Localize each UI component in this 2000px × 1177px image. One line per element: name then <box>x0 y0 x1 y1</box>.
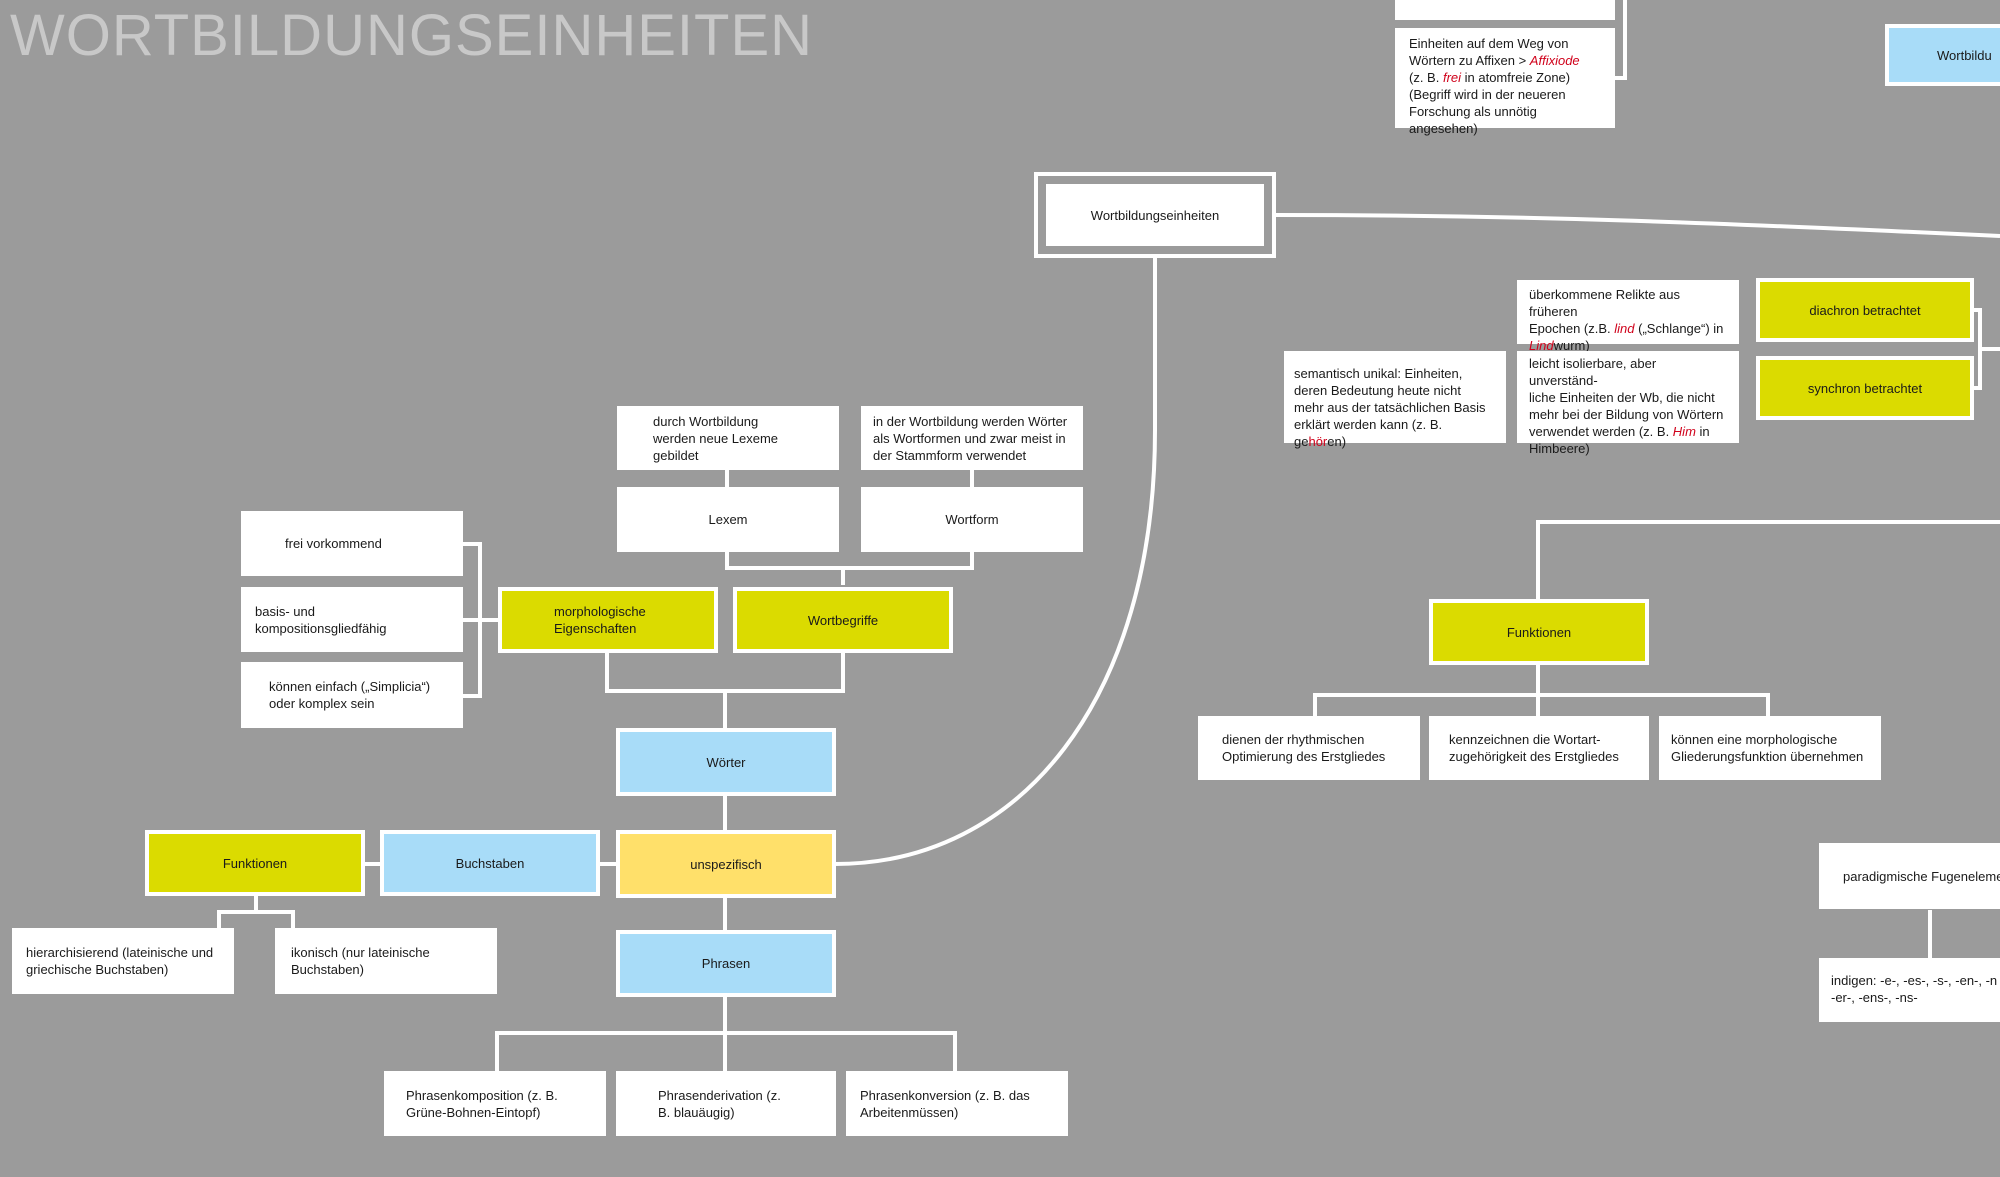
isolierbar-line2: liche Einheiten der Wb, die nicht <box>1529 390 1715 405</box>
affixoide-term: Affixiode <box>1529 53 1580 68</box>
affixoide-example: frei <box>1442 70 1462 85</box>
relikte-line1: überkommene Relikte aus früheren <box>1529 287 1681 319</box>
affixoide-line4: (Begriff wird in der neueren <box>1409 87 1566 102</box>
wortart-label: kennzeichnen die Wortart-zugehörigkeit d… <box>1449 732 1619 764</box>
woerter-label: Wörter <box>706 754 746 770</box>
unikal-line4a: erklärt werden kann (z. B. ge <box>1294 417 1443 449</box>
wortbildung-right-label: Wortbildu <box>1937 47 1992 63</box>
wortform-node: Wortform <box>861 487 1083 552</box>
ikonisch-label: ikonisch (nur lateinische Buchstaben) <box>291 945 430 977</box>
phrasenderivation-box: Phrasenderivation (z. B. blauäugig) <box>616 1071 836 1136</box>
simplicia-box: können einfach („Simplicia“) oder komple… <box>241 662 463 728</box>
isolierbar-line5: Himbeere) <box>1529 441 1590 456</box>
affixoide-header-box <box>1395 0 1615 20</box>
unikal-line4c: en) <box>1327 434 1347 449</box>
simplicia-label: können einfach („Simplicia“) oder komple… <box>269 679 431 711</box>
relikte-line2c: („Schlange“) in <box>1634 321 1724 336</box>
phrasenkomposition-label: Phrasenkomposition (z. B. Grüne-Bohnen-E… <box>406 1087 558 1120</box>
paradigmisch-label: paradigmische Fugeneleme <box>1843 868 2000 884</box>
phrasenderivation-label: Phrasenderivation (z. B. blauäugig) <box>658 1087 781 1120</box>
affixoide-line1: Einheiten auf dem Weg von <box>1409 36 1569 51</box>
affixoide-box: Einheiten auf dem Weg von Wörtern zu Aff… <box>1395 28 1615 136</box>
isolierbar-line3: mehr bei der Bildung von Wörtern <box>1529 407 1724 422</box>
unspezifisch-label: unspezifisch <box>690 856 762 872</box>
unikal-line2: deren Bedeutung heute nicht <box>1294 383 1461 398</box>
wortbildung-right-node: Wortbildu <box>1885 24 2000 86</box>
affixoide-line3a: (z. B. <box>1409 70 1443 85</box>
relikte-example: Lind <box>1529 338 1554 353</box>
frei-label: frei vorkommend <box>285 536 382 551</box>
relikte-box: überkommene Relikte aus früheren Epochen… <box>1517 280 1739 353</box>
isolierbar-line1: leicht isolierbare, aber unverständ- <box>1529 356 1657 388</box>
root-label: Wortbildungseinheiten <box>1090 207 1220 223</box>
indigen-line1: indigen: -e-, -es-, -s-, -en-, -n <box>1831 973 1998 988</box>
indigen-line2: -er-, -ens-, -ns- <box>1831 990 1918 1005</box>
unikal-line3: mehr aus der tatsächlichen Basis <box>1294 400 1486 415</box>
diachron-node: diachron betrachtet <box>1756 278 1974 342</box>
diachron-label: diachron betrachtet <box>1809 302 1921 318</box>
phrasenkomposition-box: Phrasenkomposition (z. B. Grüne-Bohnen-E… <box>384 1071 606 1136</box>
isolierbar-box: leicht isolierbare, aber unverständ- lic… <box>1517 351 1739 456</box>
basis-label: basis- und kompositionsgliedfähig <box>255 603 387 636</box>
buchstaben-label: Buchstaben <box>455 855 525 871</box>
morphologisch-node: morphologische Eigenschaften <box>498 587 718 653</box>
phrasenkonversion-label: Phrasenkonversion (z. B. das Arbeitenmüs… <box>860 1087 1030 1120</box>
frei-box: frei vorkommend <box>241 511 463 576</box>
wortform-desc-label: in der Wortbildung werden Wörter als Wor… <box>873 413 1068 463</box>
wortform-desc-box: in der Wortbildung werden Wörter als Wor… <box>861 406 1083 470</box>
rhythmisch-label: dienen der rhythmischen Optimierung des … <box>1222 732 1386 764</box>
hierarchisierend-label: hierarchisierend (lateinische und griech… <box>26 945 214 977</box>
relikte-term: lind <box>1614 321 1635 336</box>
wortbegriffe-node: Wortbegriffe <box>733 587 953 653</box>
relikte-line2a: Epochen (z.B. <box>1529 321 1615 336</box>
isolierbar-line4a: verwendet werden (z. B. <box>1529 424 1673 439</box>
wortart-box: kennzeichnen die Wortart-zugehörigkeit d… <box>1429 716 1649 780</box>
unikal-line1: semantisch unikal: Einheiten, <box>1294 366 1463 381</box>
isolierbar-example: Him <box>1672 424 1696 439</box>
page-title: WORTBILDUNGSEINHEITEN <box>10 3 814 68</box>
lexeme-desc-label: durch Wortbildung werden neue Lexeme geb… <box>653 413 779 463</box>
lexem-label: Lexem <box>708 512 748 527</box>
lexem-node: Lexem <box>617 487 839 552</box>
phrasenkonversion-box: Phrasenkonversion (z. B. das Arbeitenmüs… <box>846 1071 1068 1136</box>
gliederung-label: können eine morphologische Gliederungsfu… <box>1671 732 1864 764</box>
unspezifisch-node: unspezifisch <box>616 830 836 898</box>
rhythmisch-box: dienen der rhythmischen Optimierung des … <box>1198 716 1420 780</box>
gliederung-box: können eine morphologische Gliederungsfu… <box>1659 716 1881 780</box>
hierarchisierend-box: hierarchisierend (lateinische und griech… <box>12 928 234 994</box>
isolierbar-line4c: in <box>1695 424 1710 439</box>
morphologisch-label: morphologische Eigenschaften <box>554 604 646 636</box>
affixoide-line5: Forschung als unnötig angesehen) <box>1409 104 1537 136</box>
wortbegriffe-label: Wortbegriffe <box>807 612 879 628</box>
affixoide-line2a: Wörtern zu Affixen > <box>1409 53 1530 68</box>
indigen-box: indigen: -e-, -es-, -s-, -en-, -n -er-, … <box>1819 958 2000 1022</box>
funktionen-left-node: Funktionen <box>145 830 365 896</box>
basis-box: basis- und kompositionsgliedfähig <box>241 587 463 652</box>
paradigmisch-box: paradigmische Fugeneleme <box>1819 843 2000 909</box>
funktionen-right-node: Funktionen <box>1429 599 1649 665</box>
affixoide-line3c: in atomfreie Zone) <box>1461 70 1571 85</box>
phrasen-label: Phrasen <box>701 956 751 971</box>
unikal-box: semantisch unikal: Einheiten, deren Bede… <box>1284 351 1506 449</box>
buchstaben-node: Buchstaben <box>380 830 600 896</box>
root-outer-frame <box>1034 172 1276 258</box>
wortform-label: Wortform <box>945 512 999 527</box>
funktionen-left-label: Funktionen <box>222 855 288 871</box>
phrasen-node: Phrasen <box>616 930 836 997</box>
synchron-label: synchron betrachtet <box>1807 380 1923 396</box>
woerter-node: Wörter <box>616 728 836 796</box>
lexeme-desc-box: durch Wortbildung werden neue Lexeme geb… <box>617 406 839 470</box>
root-node: Wortbildungseinheiten <box>1046 184 1264 246</box>
funktionen-right-label: Funktionen <box>1506 624 1572 640</box>
relikte-line3b: wurm) <box>1553 338 1590 353</box>
unikal-example: hör <box>1308 434 1328 449</box>
ikonisch-box: ikonisch (nur lateinische Buchstaben) <box>275 928 497 994</box>
synchron-node: synchron betrachtet <box>1756 356 1974 420</box>
